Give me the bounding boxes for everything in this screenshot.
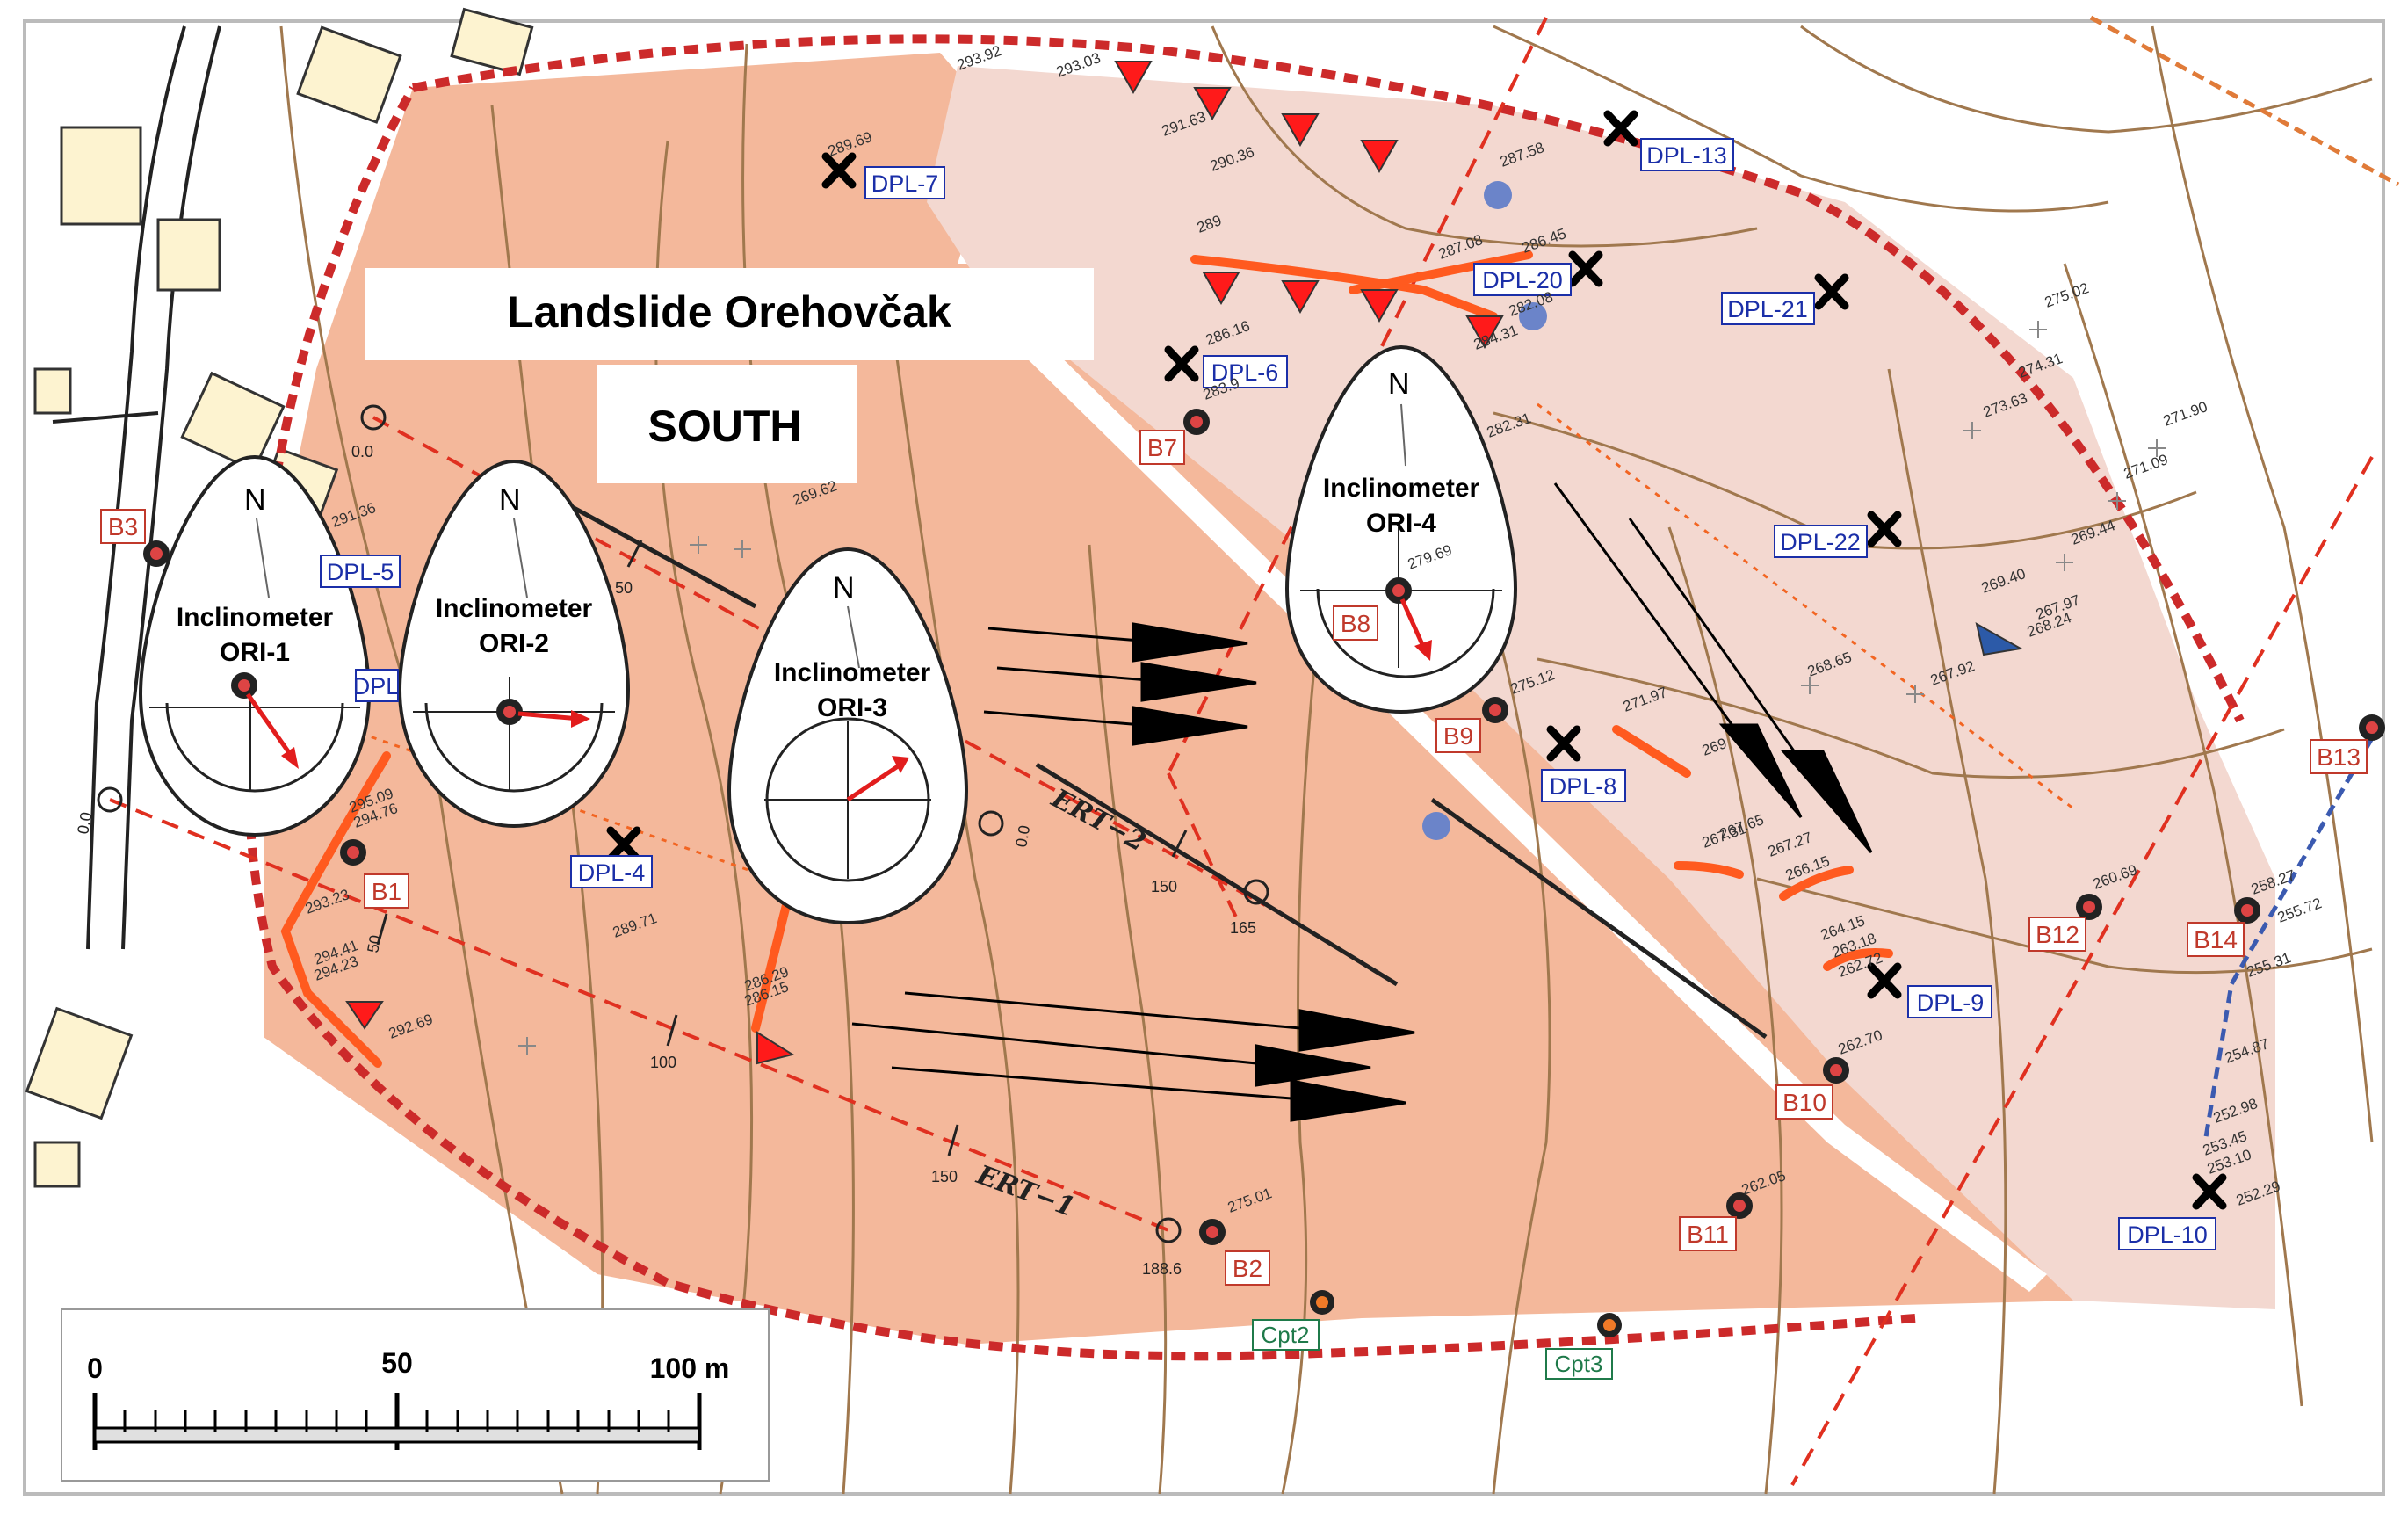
inclinometer-id: ORI-1 xyxy=(220,638,290,667)
inclinometer-name: Inclinometer xyxy=(436,594,593,623)
gap-band xyxy=(984,299,2047,1292)
borehole-B11 xyxy=(1726,1192,1753,1219)
survey-points xyxy=(518,321,2166,1055)
label-DPL-13: DPL-13 xyxy=(1646,142,1727,169)
borehole-markers xyxy=(143,409,2385,1245)
profile-endpoints xyxy=(97,404,1269,1243)
borehole-B1 xyxy=(340,839,366,866)
inclinometer-name: Inclinometer xyxy=(177,603,334,632)
label-B14: B14 xyxy=(2194,926,2238,953)
label-B1: B1 xyxy=(372,878,401,905)
label-B9: B9 xyxy=(1443,722,1473,750)
label-Cpt3: Cpt3 xyxy=(1555,1351,1603,1377)
scale-label-0: 0 xyxy=(87,1352,103,1384)
ert1-mark-50: 50 xyxy=(364,933,384,953)
borehole-B2 xyxy=(1199,1219,1226,1245)
label-DPL-4: DPL-4 xyxy=(578,859,646,886)
label-B7: B7 xyxy=(1147,434,1177,461)
label-B2: B2 xyxy=(1233,1255,1262,1282)
inclinometer-ORI-2: N Inclinometer ORI-2 xyxy=(397,459,631,829)
north-label: N xyxy=(499,483,521,517)
orange-line xyxy=(2089,15,2400,187)
label-B3: B3 xyxy=(108,513,138,540)
label-DPL-10: DPL-10 xyxy=(2127,1221,2208,1248)
blue-line xyxy=(2202,736,2375,1143)
ert2-mark-0: 0.0 xyxy=(1012,824,1033,849)
blue-dots xyxy=(1422,181,1547,840)
borehole-B12 xyxy=(2076,894,2102,920)
ert2-mark-50: 50 xyxy=(615,579,633,597)
label-DPL-partial: DPL xyxy=(353,673,400,700)
title-box: Landslide Orehovčak SOUTH xyxy=(365,268,1094,483)
profile-ert-black xyxy=(543,489,1768,1040)
landslide-boundary xyxy=(243,34,2245,1361)
inclinometer-id: ORI-2 xyxy=(479,629,549,658)
map-title: Landslide Orehovčak xyxy=(507,287,951,337)
label-DPL-20: DPL-20 xyxy=(1482,267,1563,294)
label-DPL-9: DPL-9 xyxy=(1917,989,1985,1016)
label-DPL-21: DPL-21 xyxy=(1727,296,1808,323)
movement-arrows xyxy=(851,482,1873,1122)
blue-triangle-marker xyxy=(1975,622,2023,656)
inclinometer-ORI-3: N Inclinometer ORI-3 xyxy=(727,547,969,925)
north-label: N xyxy=(833,571,855,605)
profile-ticks xyxy=(376,540,1188,1156)
label-B12: B12 xyxy=(2036,921,2079,948)
label-Cpt2: Cpt2 xyxy=(1262,1322,1310,1348)
borehole-B14 xyxy=(2234,897,2260,924)
borehole-B13 xyxy=(2359,714,2385,741)
label-DPL-22: DPL-22 xyxy=(1780,529,1861,555)
borehole-labels: B3 B1 B7 B8 B9 B10 B11 B12 B13 B14 B2 xyxy=(100,430,2368,1286)
label-B8: B8 xyxy=(1341,610,1370,637)
ert2-mark-end: 165 xyxy=(1230,919,1256,937)
inclinometer-id: ORI-4 xyxy=(1366,509,1436,538)
borehole-B10 xyxy=(1823,1057,1849,1084)
scale-label-100: 100 m xyxy=(650,1352,730,1384)
inclinometer-name: Inclinometer xyxy=(774,658,931,687)
scale-bar: 0 50 100 m xyxy=(61,1308,770,1482)
ert2-mark-150: 150 xyxy=(1151,878,1177,895)
label-B11: B11 xyxy=(1687,1221,1729,1248)
scarp-triangles xyxy=(345,61,1504,1065)
borehole-B3 xyxy=(143,540,170,567)
label-B10: B10 xyxy=(1782,1089,1826,1116)
label-DPL-7: DPL-7 xyxy=(871,170,939,197)
dpl-crosses xyxy=(606,110,2227,1210)
ert1-mark-end: 188.6 xyxy=(1142,1260,1182,1278)
label-DPL-5: DPL-5 xyxy=(327,559,394,585)
ert1-mark-150: 150 xyxy=(931,1168,958,1185)
inclinometer-id: ORI-3 xyxy=(817,693,887,722)
north-label: N xyxy=(1388,367,1410,401)
roads xyxy=(52,25,221,950)
scale-label-50: 50 xyxy=(381,1347,413,1379)
cpt-labels: Cpt2 Cpt3 xyxy=(1252,1319,1613,1380)
north-label: N xyxy=(244,483,266,517)
inclinometer-name: Inclinometer xyxy=(1323,474,1480,503)
crack-lines xyxy=(280,250,1893,1068)
label-B13: B13 xyxy=(2317,743,2361,771)
ert1-mark-100: 100 xyxy=(650,1054,676,1071)
map-subtitle: SOUTH xyxy=(648,402,802,451)
borehole-B7 xyxy=(1183,409,1210,435)
cpt-markers xyxy=(1310,1290,1622,1337)
label-DPL-8: DPL-8 xyxy=(1550,773,1617,800)
label-DPL-6: DPL-6 xyxy=(1211,359,1279,386)
borehole-B9 xyxy=(1482,697,1508,723)
dpl-labels: DPL-7 DPL-6 DPL-13 DPL-20 DPL-21 DPL-22 … xyxy=(320,138,2216,1250)
ert1-mark-0: 0.0 xyxy=(74,811,95,836)
profile3-mark-0: 0.0 xyxy=(351,443,373,460)
